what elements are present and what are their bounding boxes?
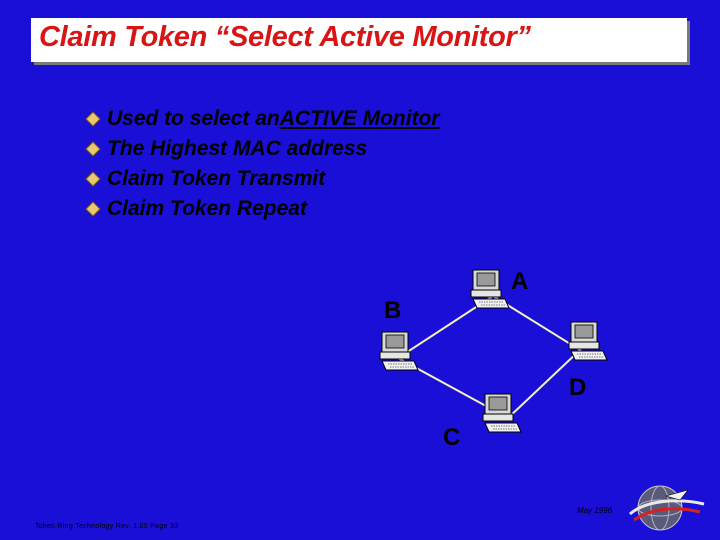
node-label-d: D bbox=[569, 374, 586, 402]
globe-logo-icon bbox=[626, 478, 706, 536]
computer-icon-a bbox=[463, 268, 511, 314]
node-label-b: B bbox=[384, 297, 401, 325]
computer-icon-c bbox=[475, 392, 523, 438]
footer-date: May 1996 bbox=[577, 506, 612, 515]
computer-icon-d bbox=[561, 320, 609, 366]
computer-icon-b bbox=[372, 330, 420, 376]
node-label-a: A bbox=[511, 268, 528, 296]
node-label-c: C bbox=[443, 424, 460, 452]
footer-text: Token Ring Technology Rev. 1.00 Page 33 bbox=[35, 523, 178, 530]
